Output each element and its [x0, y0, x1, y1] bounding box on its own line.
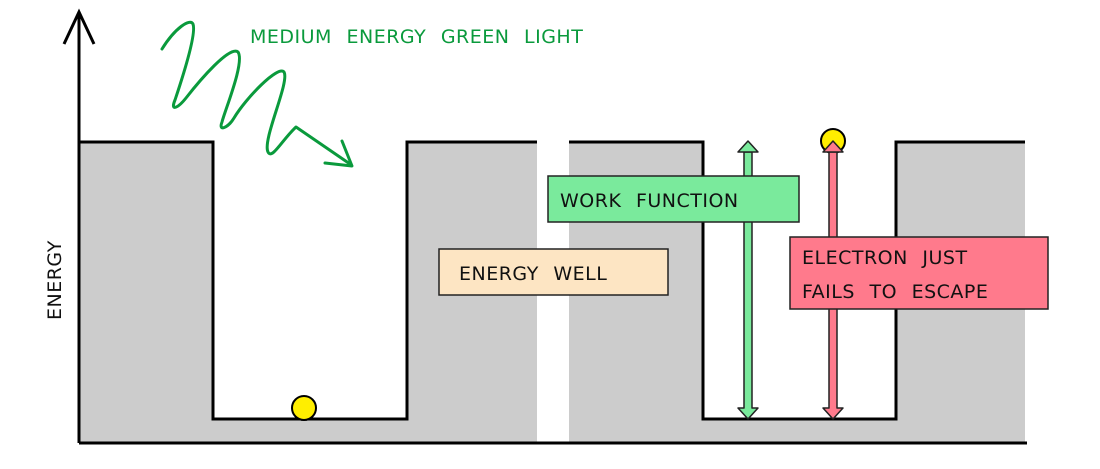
- well-outline-right: [569, 140, 1025, 421]
- energy-well-label: ENERGY WELL: [459, 263, 607, 285]
- electron-fails-label-line1: ELECTRON JUST: [802, 247, 968, 269]
- energy-well-label-box: ENERGY WELL: [438, 248, 669, 296]
- light-arrowhead-icon: [323, 139, 354, 168]
- y-axis-label: ENERGY: [44, 240, 66, 320]
- y-axis-arrowhead: [62, 8, 96, 45]
- light-wave-icon: [160, 20, 352, 166]
- electron-fails-label-line2: FAILS TO ESCAPE: [802, 281, 988, 303]
- light-label: MEDIUM ENERGY GREEN LIGHT: [250, 26, 583, 48]
- electron-bottom: [291, 395, 317, 421]
- electron-fails-label-box: ELECTRON JUST FAILS TO ESCAPE: [789, 236, 1049, 310]
- metal-region-left: [80, 142, 537, 442]
- work-function-label: WORK FUNCTION: [560, 190, 739, 212]
- work-function-label-box: WORK FUNCTION: [547, 175, 800, 223]
